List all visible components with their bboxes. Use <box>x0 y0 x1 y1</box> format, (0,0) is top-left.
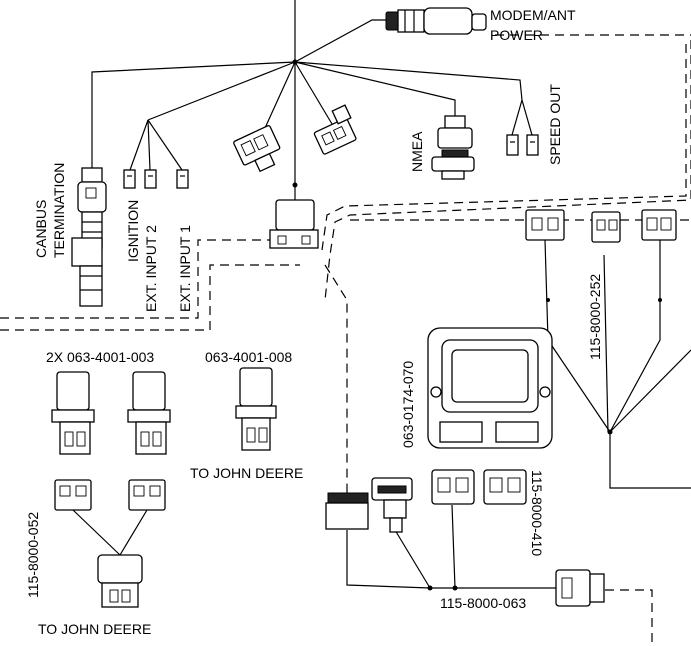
modem-power-label-line2: POWER <box>490 27 543 43</box>
part-2x-063-4001-003-label: 2X 063-4001-003 <box>46 349 154 365</box>
ecu-module <box>427 327 553 449</box>
angled-connector-left <box>233 125 281 173</box>
canbus-label-line1: CANBUS <box>33 200 49 258</box>
speed-out-terminals <box>506 134 539 156</box>
ext-input-2-terminal <box>144 169 157 189</box>
part-115-8000-063-label: 115-8000-063 <box>440 595 526 611</box>
right-connector-3 <box>641 209 677 241</box>
ignition-terminal <box>123 169 136 189</box>
modem-power-label-line1: MODEM/ANT <box>490 7 576 23</box>
splice-points <box>292 59 662 591</box>
speed-out-label: SPEED OUT <box>547 84 563 165</box>
nmea-db9-connector <box>431 115 475 180</box>
deutsch-connector-left-a <box>51 371 95 455</box>
canbus-cap-connector <box>71 237 103 307</box>
lower-db9-connector <box>371 477 413 533</box>
deutsch-connector-middle <box>235 367 277 451</box>
part-063-0174-070-label: 063-0174-070 <box>400 361 416 448</box>
lower-connector-b <box>483 469 527 505</box>
ext-input-1-terminal <box>176 169 189 189</box>
lower-right-connector <box>555 569 605 607</box>
part-063-4001-008-label: 063-4001-008 <box>205 349 292 365</box>
ext-input-2-label: EXT. INPUT 2 <box>143 225 159 312</box>
lower-connector-black <box>325 492 369 530</box>
to-john-deere-lower-label: TO JOHN DEERE <box>38 621 151 637</box>
central-hub-connector <box>269 199 319 249</box>
part-115-8000-252-label: 115-8000-252 <box>587 274 603 360</box>
mating-connector-left-b <box>128 479 166 511</box>
nmea-label: NMEA <box>409 131 425 172</box>
ignition-label: IGNITION <box>125 200 141 262</box>
harness-dashed-wires <box>0 34 691 646</box>
modem-power-connector <box>385 7 487 35</box>
right-connector-2 <box>591 211 621 243</box>
right-connector-1 <box>525 209 565 241</box>
canbus-termination-connector <box>77 167 107 249</box>
part-115-8000-410-label: 115-8000-410 <box>529 470 545 556</box>
john-deere-connector <box>97 554 143 608</box>
to-john-deere-upper-label: TO JOHN DEERE <box>190 465 303 481</box>
mating-connector-left-a <box>54 479 92 511</box>
angled-connector-right <box>313 104 357 155</box>
canbus-label-line2: TERMINATION <box>51 163 67 258</box>
lower-connector-a <box>431 469 475 505</box>
deutsch-connector-left-b <box>127 371 171 455</box>
part-115-8000-052-label: 115-8000-052 <box>25 512 41 598</box>
ext-input-1-label: EXT. INPUT 1 <box>177 225 193 312</box>
